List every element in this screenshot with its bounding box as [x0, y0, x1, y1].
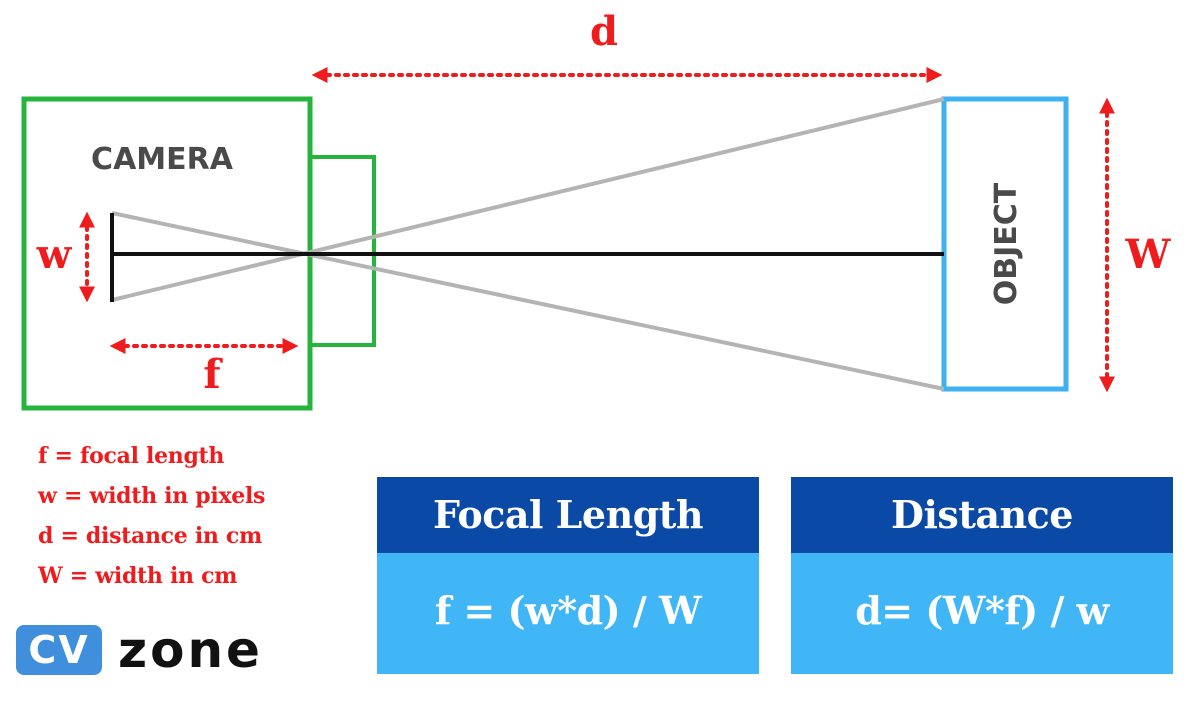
legend-item-focal: f = focal length: [38, 443, 225, 469]
focal-symbol: f: [203, 351, 223, 398]
logo-badge: CV: [16, 625, 102, 675]
camera-label: CAMERA: [91, 142, 234, 177]
camera-object-diagram: CAMERA OBJECT d W w f: [21, 8, 1172, 411]
ray-bottom: [111, 211, 945, 391]
focal-length-card: Focal Length f = (w*d) / W: [377, 477, 759, 674]
image-width-symbol: w: [36, 231, 73, 278]
distance-card: Distance d= (W*f) / w: [791, 477, 1173, 674]
cvzone-logo: CV zone: [16, 624, 263, 676]
legend-item-distance: d = distance in cm: [38, 523, 263, 549]
variable-legend: f = focal length w = width in pixels d =…: [38, 440, 265, 600]
object-box: [941, 96, 1069, 392]
object-width-symbol: W: [1125, 231, 1172, 278]
distance-card-title: Distance: [791, 477, 1173, 553]
logo-wordmark: zone: [118, 621, 263, 679]
focal-length-card-title: Focal Length: [377, 477, 759, 553]
focal-length-formula: f = (w*d) / W: [377, 553, 759, 674]
distance-formula: d= (W*f) / w: [791, 553, 1173, 674]
legend-item-pixel-width: w = width in pixels: [38, 483, 266, 509]
object-label: OBJECT: [989, 182, 1024, 305]
ray-top: [111, 97, 945, 302]
legend-item-real-width: W = width in cm: [38, 563, 238, 589]
distance-symbol: d: [590, 8, 618, 55]
